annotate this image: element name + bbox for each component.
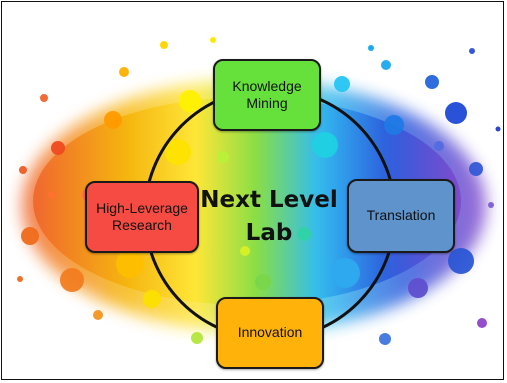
translation-node: Translation — [347, 179, 455, 253]
center-title: Next Level Lab — [200, 187, 338, 247]
innovation-node: Innovation — [216, 297, 324, 369]
knowledge-mining-node: Knowledge Mining — [213, 59, 321, 131]
high-leverage-research-node: High-Leverage Research — [85, 181, 199, 253]
